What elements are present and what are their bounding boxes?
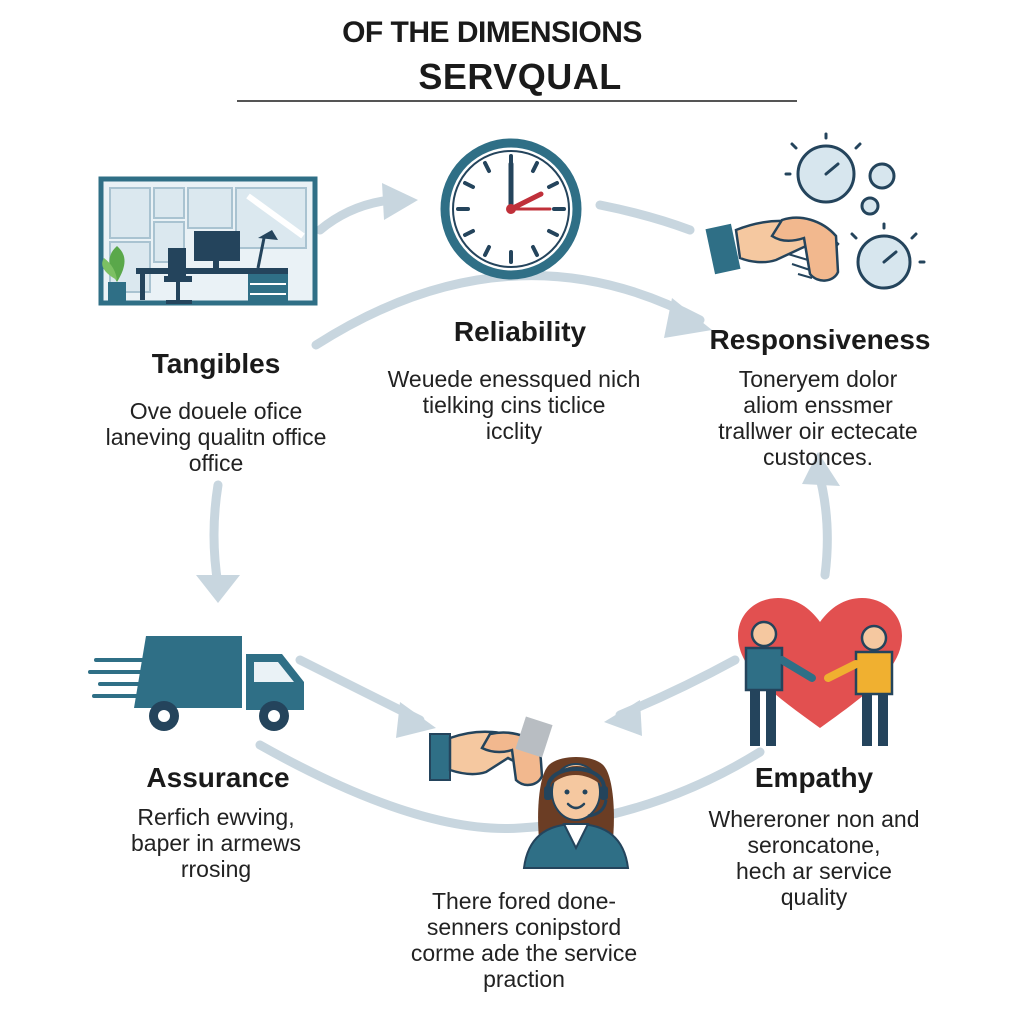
arrowhead-5 <box>396 702 436 738</box>
clock-icon <box>440 138 582 280</box>
arrowhead-3 <box>196 575 240 603</box>
arrowhead-2 <box>664 298 712 338</box>
tangibles-description: Ove douele ofice laneving qualitn office… <box>105 398 327 476</box>
heart-people-icon <box>738 598 902 746</box>
arrow-reliability-to-responsiveness <box>595 200 695 235</box>
reliability-label: Reliability <box>453 316 587 347</box>
arrow-tangibles-to-reliability <box>315 195 395 235</box>
reliability-description: Weuede enessqued nich tielking cins ticl… <box>387 366 641 444</box>
center-description: There fored done- senners conipstord cor… <box>410 888 638 992</box>
arrowhead-1 <box>382 183 418 220</box>
assurance-description: Rerfich ewving, baper in armews rrosing <box>130 804 302 882</box>
arrowhead-4 <box>802 452 840 486</box>
tangibles-label: Tangibles <box>151 348 281 379</box>
handshake-gauges-icon <box>705 132 926 290</box>
delivery-truck-icon <box>88 636 304 731</box>
responsiveness-label: Responsiveness <box>709 324 931 355</box>
diagram-title: OF THE DIMENSIONS <box>342 16 642 49</box>
title-divider <box>237 100 797 102</box>
arrow-empathy-up <box>813 465 832 580</box>
diagram-subtitle: SERVQUAL <box>418 56 622 97</box>
empathy-label: Empathy <box>754 762 874 793</box>
handshake-agent-icon <box>429 716 630 869</box>
arrow-bottom-arc <box>255 740 765 833</box>
arrow-tangibles-down <box>209 480 223 590</box>
responsiveness-description: Toneryem dolor aliom enssmer trallwer oi… <box>718 366 918 470</box>
office-desk-icon <box>98 176 318 306</box>
assurance-label: Assurance <box>146 762 290 793</box>
arrowhead-6 <box>604 700 642 736</box>
empathy-description: Whereroner non and seroncatone, hech ar … <box>708 806 920 910</box>
